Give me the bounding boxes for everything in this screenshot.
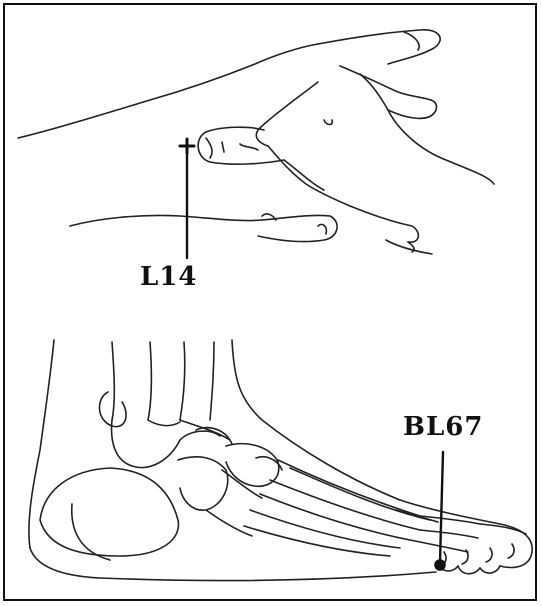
bl67-label: BL67 — [403, 412, 483, 442]
hand-drawing — [18, 30, 494, 254]
foot-drawing — [29, 340, 532, 580]
li4-marker — [180, 139, 194, 258]
li4-label: L14 — [140, 262, 197, 292]
